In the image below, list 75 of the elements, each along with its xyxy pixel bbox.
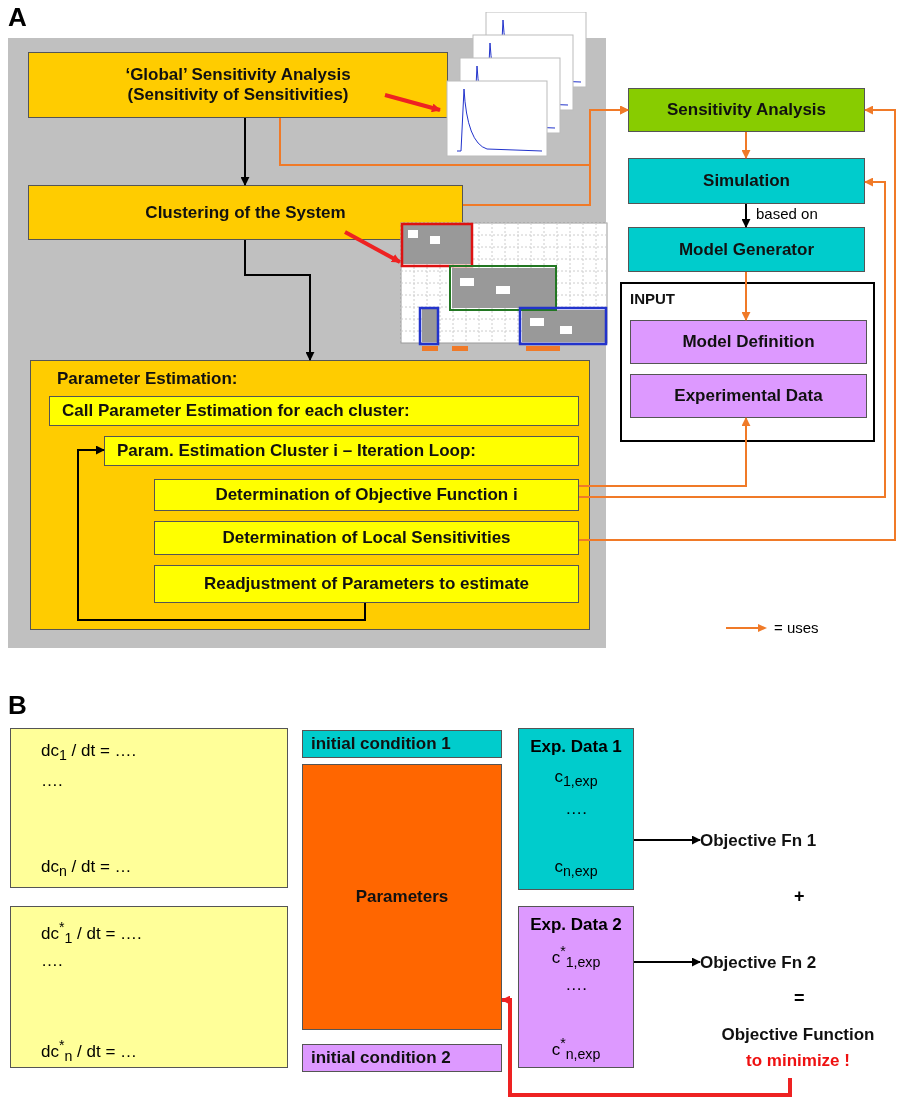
arrow (240, 117, 250, 186)
arrow (578, 417, 751, 487)
step-label: Clustering of the System (145, 202, 346, 223)
objective-label: Objective Function (721, 1024, 875, 1046)
ellipsis-text: …. (41, 951, 63, 971)
data-box (518, 728, 634, 890)
arrow (501, 995, 792, 1097)
condition-box (302, 1044, 502, 1072)
arrow (741, 271, 751, 321)
step-label: Model Generator (678, 239, 815, 260)
data-variable: c$_{n,exp}$ (553, 857, 599, 880)
goal-note: to minimize ! (746, 1050, 850, 1072)
panel-label: B (8, 690, 27, 721)
operator-sign: + (794, 886, 805, 907)
input-box (630, 320, 867, 364)
process-box (28, 185, 463, 240)
arrow (633, 835, 701, 845)
condition-box (302, 730, 502, 758)
input-box (630, 374, 867, 418)
ellipsis-text: …. (564, 799, 588, 819)
objective-label: Objective Fn 2 (700, 950, 880, 976)
data-box (518, 906, 634, 1068)
step-label: Simulation (703, 171, 790, 191)
arrow (633, 957, 701, 967)
equation-text: dc$_{n}$ / dt = … (41, 857, 132, 880)
equation-box (10, 906, 288, 1068)
step-box (154, 521, 579, 555)
step-label: Determination of Objective Function i (215, 485, 518, 505)
panel-heading: Parameter Estimation: (57, 369, 238, 389)
arrow (384, 93, 441, 113)
equation-text: dc$^{*}$$_{1}$ / dt = …. (41, 919, 142, 947)
step-box (154, 479, 579, 511)
step-label: Readjustment of Parameters to estimate (204, 574, 529, 594)
arrow (578, 105, 896, 541)
module-box (628, 158, 865, 204)
operator-sign: = (794, 988, 805, 1009)
ellipsis-text: …. (41, 771, 63, 791)
process-panel (30, 360, 590, 630)
parameter-box (302, 764, 502, 1030)
box-heading: Exp. Data 2 (529, 915, 623, 935)
edge-label: based on (754, 205, 820, 222)
step-label: Model Definition (682, 332, 815, 352)
legend-text: = uses (774, 619, 819, 636)
equation-text: dc$_{1}$ / dt = …. (41, 741, 137, 764)
process-box (28, 52, 448, 118)
step-label: Determination of Local Sensitivities (222, 528, 511, 548)
panel-heading: INPUT (630, 290, 675, 307)
arrow (741, 131, 751, 159)
module-box (628, 227, 865, 272)
step-box (154, 565, 579, 603)
step-label: ‘Global’ Sensitivity Analysis (Sensitivity of Sensitivities) (124, 65, 352, 105)
input-panel (620, 282, 875, 442)
step-label: Experimental Data (674, 386, 823, 406)
module-box (628, 88, 865, 132)
step-box (49, 396, 579, 426)
step-label: Parameters (355, 887, 449, 907)
objective-label: Objective Fn 1 (700, 828, 880, 854)
step-label: Sensitivity Analysis (666, 100, 827, 120)
step-label: Param. Estimation Cluster i – Iteration Loop: (117, 441, 476, 461)
ellipsis-text: …. (564, 975, 588, 995)
equation-text: dc$^{*}$$_{n}$ / dt = … (41, 1037, 138, 1065)
step-label: initial condition 2 (311, 1048, 451, 1068)
step-label: Call Parameter Estimation for each cluster: (62, 401, 410, 421)
arrow (578, 177, 886, 498)
panel-label: A (8, 2, 27, 33)
arrow (77, 445, 366, 621)
data-variable: c$_{1,exp}$ (553, 767, 599, 790)
step-label: initial condition 1 (311, 734, 451, 754)
arrow (344, 230, 401, 264)
arrow (244, 239, 315, 361)
arrow (462, 105, 629, 206)
step-box (104, 436, 579, 466)
arrow (741, 203, 751, 228)
box-heading: Exp. Data 1 (529, 737, 623, 757)
equation-box (10, 728, 288, 888)
